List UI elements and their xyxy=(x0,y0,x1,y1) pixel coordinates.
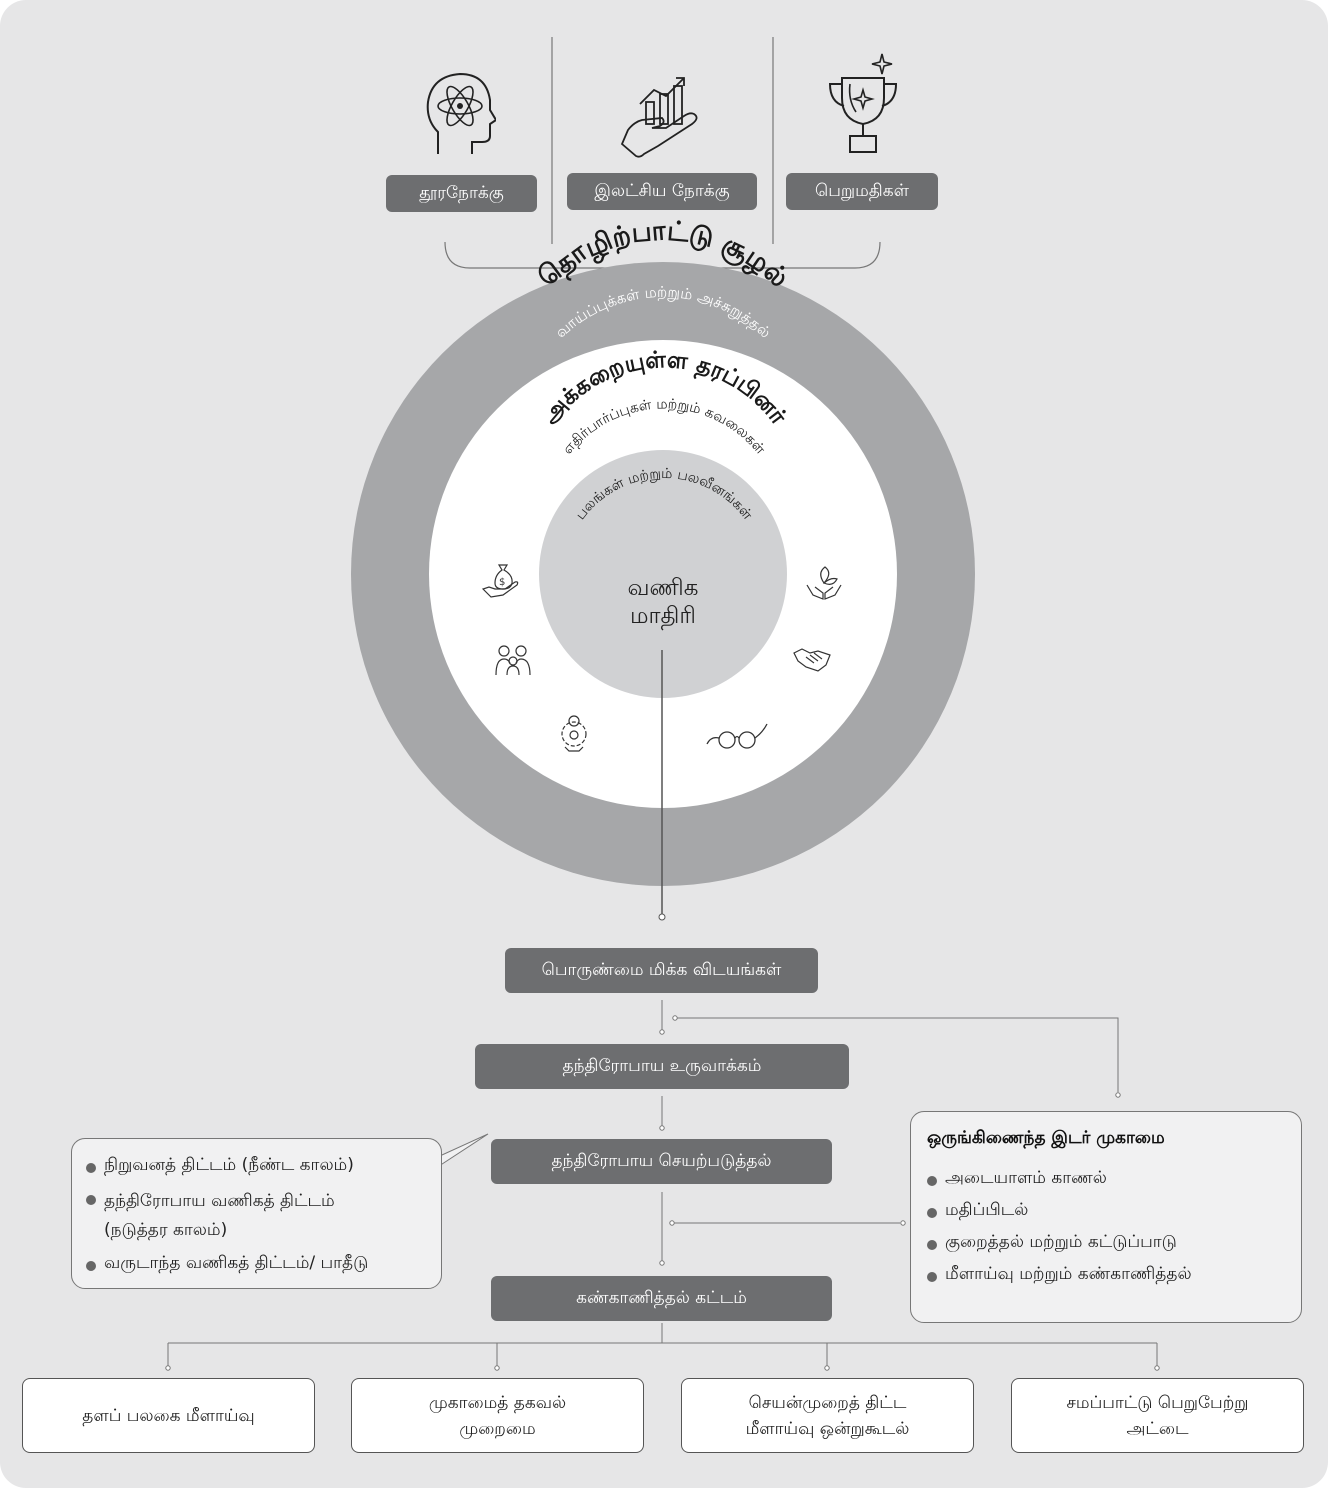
money-bag-hand-icon: $ xyxy=(481,564,519,598)
action-plan-review-box: செயன்முறைத் திட்ட மீளாய்வு ஒன்றுகூடல் xyxy=(681,1378,974,1453)
core-label: வணிக மாதிரி xyxy=(583,574,743,630)
action-plan-label-line1: செயன்முறைத் திட்ட xyxy=(748,1392,907,1413)
connector-dot xyxy=(659,1125,665,1131)
strategy-implementation-box: தந்திரோபாய செயற்படுத்தல் xyxy=(491,1139,832,1184)
trophy-icon xyxy=(828,53,898,153)
connector-dot xyxy=(672,1015,678,1021)
plan-item: வருடாந்த வணிகத் திட்டம்/ பாதீடு xyxy=(86,1253,427,1275)
core-circle xyxy=(539,450,787,698)
leaf-hands-icon xyxy=(806,566,842,600)
core-line-1: வணிக xyxy=(627,575,699,601)
connector-dot xyxy=(1154,1365,1160,1371)
risk-item: மதிப்பிடல் xyxy=(927,1200,1192,1222)
plans-panel: நிறுவனத் திட்டம் (நீண்ட காலம்) தந்திரோபா… xyxy=(71,1138,442,1289)
head-atom-icon xyxy=(426,72,496,154)
connector-dot xyxy=(659,1260,665,1266)
monitoring-phase-box: கண்காணித்தல் கட்டம் xyxy=(491,1276,832,1321)
scorecard-label-line2: அட்டை xyxy=(1126,1418,1189,1439)
risk-item: குறைத்தல் மற்றும் கட்டுப்பாடு xyxy=(927,1232,1192,1254)
connector-dot xyxy=(659,1029,665,1035)
glasses-icon xyxy=(706,723,768,749)
action-plan-label-line2: மீளாய்வு ஒன்றுகூடல் xyxy=(745,1418,910,1439)
connector-dot xyxy=(494,1365,500,1371)
risk-panel-title: ஒருங்கிணைந்த இடர் முகாமை xyxy=(927,1128,1165,1148)
growth-hand-icon xyxy=(620,77,698,158)
handshake-icon xyxy=(793,648,831,672)
material-matters-box: பொருண்மை மிக்க விடயங்கள் xyxy=(505,948,818,993)
plan-item: தந்திரோபாய வணிகத் திட்டம் (நடுத்தர காலம்… xyxy=(86,1187,366,1245)
callout-pointer xyxy=(430,1133,489,1169)
mis-label-line1: முகாமைத் தகவல் xyxy=(428,1392,567,1413)
vision-label: தூரநோக்கு xyxy=(386,175,537,212)
values-label: பெறுமதிகள் xyxy=(786,173,938,210)
plan-item: நிறுவனத் திட்டம் (நீண்ட காலம்) xyxy=(86,1155,427,1177)
connector-dot xyxy=(165,1365,171,1371)
mis-label-line2: முறைமை xyxy=(459,1418,536,1439)
scorecard-label-line1: சமப்பாட்டு பெறுபேற்று xyxy=(1066,1392,1249,1413)
risk-item: மீளாய்வு மற்றும் கண்காணித்தல் xyxy=(927,1264,1192,1286)
risk-item: அடையாளம் காணல் xyxy=(927,1168,1192,1190)
risk-management-panel: ஒருங்கிணைந்த இடர் முகாமை அடையாளம் காணல் … xyxy=(910,1111,1302,1323)
family-icon xyxy=(495,645,531,676)
balanced-scorecard-box: சமப்பாட்டு பெறுபேற்று அட்டை xyxy=(1011,1378,1304,1453)
mission-label: இலட்சிய நோக்கு xyxy=(567,173,757,210)
connector-dot xyxy=(669,1220,675,1226)
connector-to-risk xyxy=(677,1017,1119,1092)
strategy-formulation-box: தந்திரோபாய உருவாக்கம் xyxy=(475,1044,849,1089)
svg-text:$: $ xyxy=(499,577,505,588)
connector-dot xyxy=(1115,1092,1121,1098)
mis-box: முகாமைத் தகவல் முறைமை xyxy=(351,1378,644,1453)
board-review-box: தளப் பலகை மீளாய்வு xyxy=(22,1378,315,1453)
connector-dot xyxy=(824,1365,830,1371)
stem-dot xyxy=(658,913,666,921)
gear-person-icon xyxy=(561,715,587,752)
board-review-label: தளப் பலகை மீளாய்வு xyxy=(82,1405,255,1426)
connector-dot xyxy=(900,1220,906,1226)
core-line-2: மாதிரி xyxy=(630,603,696,629)
